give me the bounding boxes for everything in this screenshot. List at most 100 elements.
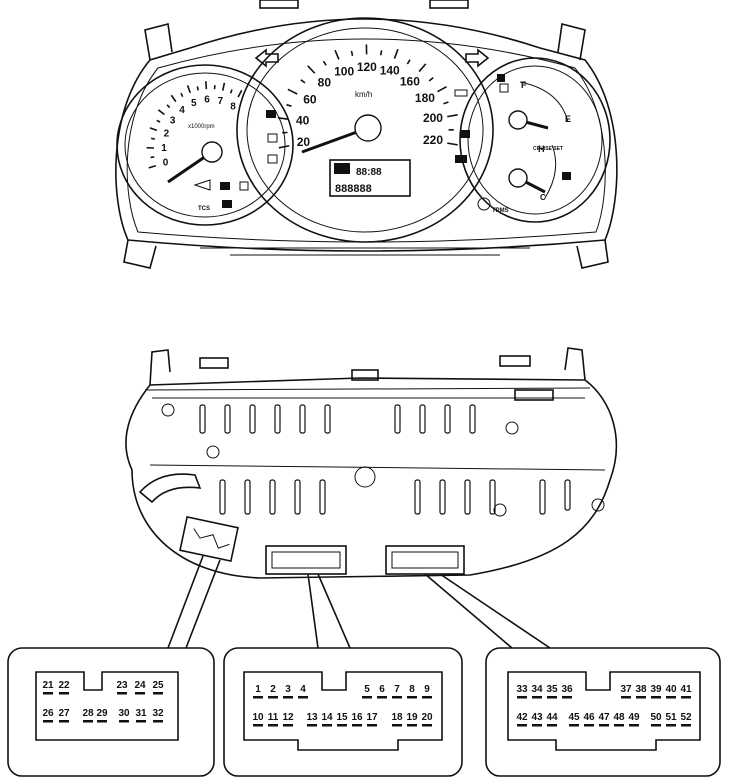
- pin-contact-mark: [666, 696, 676, 699]
- pin-contact-mark: [119, 720, 129, 723]
- pin-contact-mark: [621, 696, 631, 699]
- gauge-tick: [186, 85, 191, 94]
- connector-pin-number: 4: [300, 684, 306, 695]
- warning-lamp-icon: [266, 110, 276, 118]
- gauge-tick: [286, 103, 292, 108]
- warning-lamp-icon: [193, 179, 211, 191]
- pin-contact-mark: [352, 724, 362, 727]
- rear-connector-socket-right: [385, 545, 465, 575]
- temp-hot-label: H: [538, 144, 545, 154]
- connector-pin-number: 40: [665, 684, 677, 695]
- pin-contact-mark: [651, 724, 661, 727]
- pin-contact-mark: [629, 724, 639, 727]
- tachometer-mark: 2: [164, 129, 170, 140]
- connector-pin-number: 14: [321, 712, 333, 723]
- pin-contact-mark: [651, 696, 661, 699]
- pin-contact-mark: [136, 720, 146, 723]
- turn-signal-left-icon: [254, 48, 279, 68]
- connector-pin-number: 7: [394, 684, 400, 695]
- pin-contact-mark: [636, 696, 646, 699]
- pin-contact-mark: [422, 696, 432, 699]
- connector-pin-number: 16: [351, 712, 363, 723]
- gauge-tick: [447, 142, 458, 146]
- leader-line: [424, 573, 513, 649]
- gauge-tick: [149, 127, 158, 132]
- connector-pin-number: 18: [391, 712, 403, 723]
- pin-contact-mark: [337, 724, 347, 727]
- gauge-tick: [237, 89, 243, 98]
- gauge-tick: [393, 48, 399, 59]
- connector-pin-number: 46: [583, 712, 595, 723]
- connector-pin-number: 28: [82, 708, 94, 719]
- connector-pin-number: 19: [406, 712, 418, 723]
- fuel-full-label: F: [521, 80, 527, 90]
- gauge-tick: [278, 144, 290, 149]
- speedometer-mark: 40: [296, 113, 310, 127]
- pin-contact-mark: [666, 724, 676, 727]
- pin-contact-mark: [547, 724, 557, 727]
- connector-pin-number: 1: [255, 684, 261, 695]
- connector-pin-number: 35: [546, 684, 558, 695]
- connector-pin-number: 30: [118, 708, 130, 719]
- connector-box-right: [485, 647, 721, 777]
- screw-icon: [206, 445, 220, 459]
- tachometer-mark: 1: [161, 143, 167, 154]
- gauge-tick: [180, 92, 184, 98]
- tachometer-unit-label: x1000rpm: [188, 124, 215, 130]
- gauge-tick: [418, 63, 427, 73]
- pin-contact-mark: [517, 724, 527, 727]
- connector-pin-number: 3: [285, 684, 291, 695]
- pin-contact-mark: [307, 724, 317, 727]
- connector-pin-number: 29: [96, 708, 108, 719]
- tcs-indicator-label: TCS: [198, 206, 210, 212]
- rear-connector-socket-middle: [265, 545, 347, 575]
- speedometer-mark: 120: [357, 60, 377, 74]
- pin-contact-mark: [153, 720, 163, 723]
- warning-lamp-icon: [455, 155, 467, 163]
- gauge-tick: [196, 86, 199, 91]
- pin-contact-mark: [135, 692, 145, 695]
- tachometer-mark: 7: [218, 96, 224, 107]
- cluster-rear-view: [125, 347, 618, 649]
- speedometer-mark: 180: [415, 91, 435, 105]
- pin-contact-mark: [298, 696, 308, 699]
- tachometer-mark: 0: [163, 158, 169, 169]
- pin-contact-mark: [407, 696, 417, 699]
- connector-pin-number: 20: [421, 712, 433, 723]
- gauge-tick: [322, 60, 327, 66]
- connector-pin-number: 33: [516, 684, 528, 695]
- gauge-tick: [157, 109, 165, 116]
- mounting-tab-left: [144, 22, 173, 61]
- connector-pin-number: 36: [561, 684, 573, 695]
- gauge-tick: [334, 49, 340, 60]
- pin-contact-mark: [392, 696, 402, 699]
- pin-contact-mark: [59, 692, 69, 695]
- screw-icon: [505, 421, 519, 435]
- warning-lamp-icon: [267, 154, 278, 164]
- connector-pin-number: 24: [134, 680, 146, 691]
- tpms-icon: [477, 197, 491, 211]
- fuel-empty-label: E: [565, 114, 571, 124]
- warning-lamp-icon: [222, 200, 232, 208]
- pin-contact-mark: [392, 724, 402, 727]
- connector-pin-number: 2: [270, 684, 276, 695]
- warning-lamp-icon: [499, 83, 509, 93]
- connector-pin-number: 21: [42, 680, 54, 691]
- turn-signal-right-icon: [465, 48, 490, 68]
- pin-contact-mark: [43, 692, 53, 695]
- speedometer-unit-label: km/h: [355, 90, 372, 99]
- connector-pin-number: 34: [531, 684, 543, 695]
- connector-pin-number: 13: [306, 712, 318, 723]
- leader-line: [167, 555, 204, 649]
- connector-pin-number: 32: [152, 708, 164, 719]
- speedometer-mark: 60: [303, 93, 317, 107]
- gauge-tick: [287, 88, 298, 95]
- gauge-tick: [148, 165, 157, 169]
- connector-pin-number: 8: [409, 684, 415, 695]
- temp-cold-label: C: [540, 193, 546, 202]
- leader-line: [439, 573, 551, 649]
- cluster-rear-housing: [125, 377, 618, 579]
- screw-icon: [161, 403, 175, 417]
